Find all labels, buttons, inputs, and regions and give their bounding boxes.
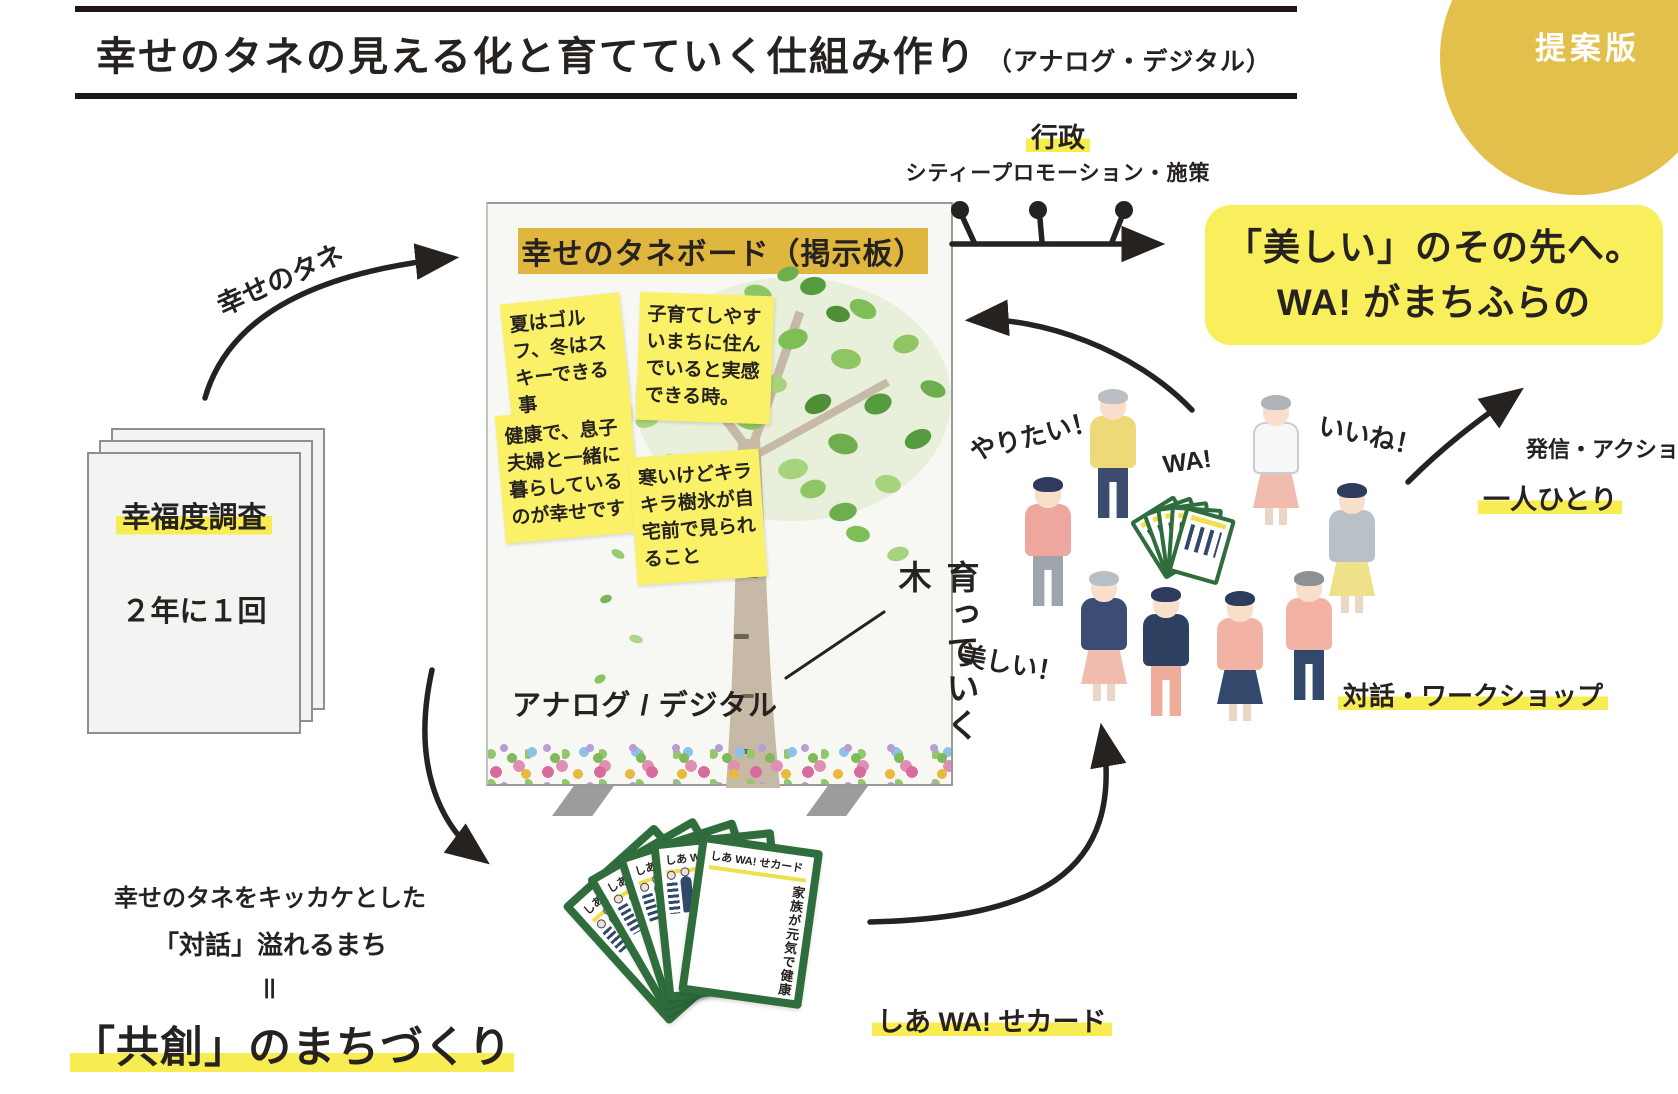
person-legs <box>1341 596 1363 613</box>
vision-line1: 「美しい」のその先へ。 <box>1225 226 1643 268</box>
growing-tree-label: 育っていく木 <box>894 560 979 745</box>
person-skirt <box>1329 562 1375 596</box>
proposal-badge: 提案版 <box>1440 0 1678 195</box>
person-torso <box>1253 422 1299 474</box>
card-front-text: 家族が元気で健康であること <box>765 884 807 1010</box>
header-rule-bottom <box>75 93 1297 99</box>
person-skirt <box>1217 670 1263 704</box>
government-block: 行政 シティープロモーション・施策 <box>880 116 1236 187</box>
proposal-badge-label: 提案版 <box>1535 31 1640 66</box>
each-person-label: 一人ひとり <box>1478 478 1623 517</box>
person-hair <box>1337 483 1367 498</box>
person-head <box>1294 571 1324 602</box>
board-mode-label: アナログ / デジタル <box>512 690 779 722</box>
person-torso <box>1025 504 1071 556</box>
government-sublabel: シティープロモーション・施策 <box>905 162 1211 185</box>
survey-title: 幸福度調査 <box>116 494 272 536</box>
page-title-text: 幸せのタネの見える化と育てていく仕組み作り <box>96 35 977 79</box>
person-illustration <box>1020 477 1076 606</box>
person-legs <box>1098 468 1128 518</box>
person-head <box>1337 483 1367 514</box>
person-legs <box>1151 666 1181 716</box>
arrow-people-to-board <box>964 299 1195 413</box>
government-label: 行政 <box>880 116 1236 155</box>
arrow-board-to-cards <box>422 667 490 865</box>
person-torso <box>1217 618 1263 670</box>
person-illustration <box>1076 571 1132 701</box>
speech-label-yaritai: やりたい！ <box>966 405 1101 467</box>
person-head <box>1151 587 1181 618</box>
workshop-label: 対話・ワークショップ <box>1338 676 1609 713</box>
wa-card-caption: しあ WA! せカード <box>872 1000 1112 1039</box>
person-torso <box>1081 598 1127 650</box>
card-fan: しあ WA! せカード しあ WA! せカード しあ WA! せカード しあ W… <box>540 785 930 1085</box>
person-illustration <box>1138 587 1194 716</box>
person-legs <box>1093 684 1115 701</box>
summary-line1: 幸せのタネをキッカケとした <box>114 885 426 912</box>
page-title: 幸せのタネの見える化と育てていく仕組み作り （アナログ・デジタル） <box>96 24 1272 82</box>
summary-block: 幸せのタネをキッカケとした 「対話」溢れるまち ＝ 「共創」のまちづくり <box>70 878 514 1075</box>
person-head <box>1261 395 1291 426</box>
summary-result: 「共創」のまちづくり <box>70 1024 514 1072</box>
person-head <box>1033 477 1063 508</box>
person-hair <box>1098 389 1128 404</box>
board-title: 幸せのタネボード（掲示板） <box>518 228 928 274</box>
survey-frequency: ２年に１回 <box>121 596 267 628</box>
flower-strip <box>488 742 951 784</box>
seed-arrow-label: 幸せのタネ <box>212 238 349 321</box>
person-legs <box>1265 508 1287 525</box>
person-hair <box>1225 591 1255 606</box>
person-illustration <box>1324 483 1380 613</box>
person-hair <box>1261 395 1291 410</box>
person-illustration <box>1248 395 1304 525</box>
person-hair <box>1089 571 1119 586</box>
vision-box: 「美しい」のその先へ。 WA! がまちふらの <box>1205 205 1663 345</box>
person-skirt <box>1253 474 1299 508</box>
person-head <box>1098 389 1128 420</box>
person-illustration <box>1281 571 1337 700</box>
action-arrow-label: 発信・アクション <box>1526 437 1678 462</box>
person-legs <box>1294 650 1324 700</box>
person-skirt <box>1081 650 1127 684</box>
survey-doc-front: 幸福度調査 ２年に１回 <box>87 452 301 734</box>
arrow-people-to-vision <box>1405 387 1524 485</box>
person-hair <box>1151 587 1181 602</box>
summary-equals: ＝ <box>253 975 284 1002</box>
person-illustration <box>1212 591 1268 721</box>
speech-label-iine: いいね！ <box>1315 410 1424 462</box>
person-legs <box>1229 704 1251 721</box>
summary-line2: 「対話」溢れるまち <box>152 930 387 960</box>
header-rule-top <box>75 6 1297 12</box>
arrow-pins <box>951 201 1133 219</box>
wa-card-front: しあ WA! せカード 家族が元気で健康であること <box>678 833 824 1010</box>
mini-card-fan <box>1128 494 1268 613</box>
person-hair <box>1294 571 1324 586</box>
sticky-note: 寒いけどキラキラ樹氷が自宅前で見られること <box>628 448 768 586</box>
person-head <box>1089 571 1119 602</box>
seed-board: 幸せのタネボード（掲示板） <box>486 202 979 788</box>
person-torso <box>1090 416 1136 468</box>
person-head <box>1225 591 1255 622</box>
person-torso <box>1143 614 1189 666</box>
speech-label-wa: WA! <box>1161 444 1214 480</box>
page-title-suffix: （アナログ・デジタル） <box>986 48 1272 76</box>
vision-line2: WA! がまちふらの <box>1276 282 1592 323</box>
person-legs <box>1033 556 1063 606</box>
person-torso <box>1329 510 1375 562</box>
sticky-note: 子育てしやすいまちに住んでいると実感できる時。 <box>635 291 775 425</box>
person-torso <box>1286 598 1332 650</box>
person-hair <box>1033 477 1063 492</box>
sticky-note: 健康で、息子夫婦と一緒に暮らしているのが幸せです <box>494 404 642 544</box>
